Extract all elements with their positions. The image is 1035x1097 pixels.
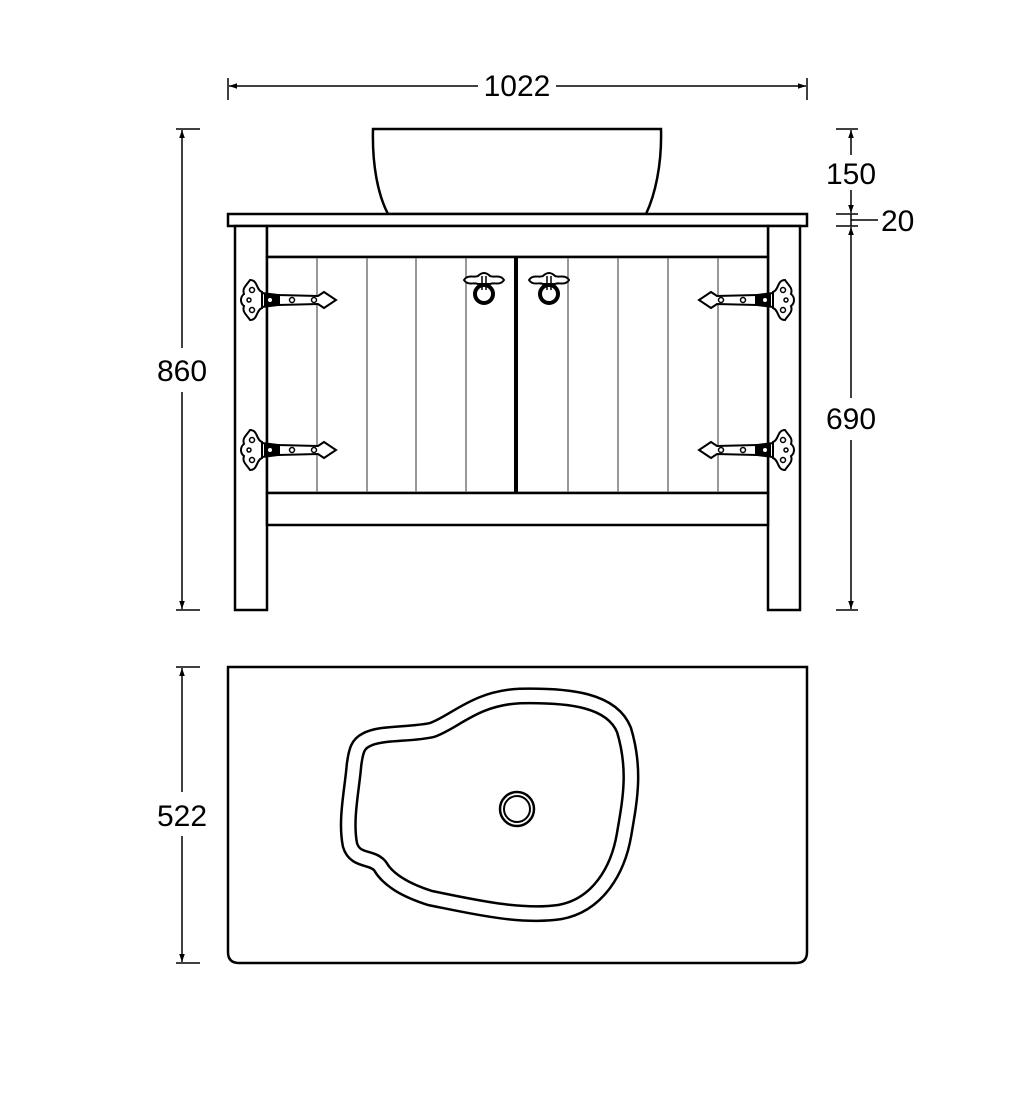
plan-view xyxy=(226,665,809,965)
top-rail xyxy=(265,224,770,259)
drain-icon xyxy=(498,790,536,828)
countertop xyxy=(226,212,809,228)
depth-label: 522 xyxy=(157,800,207,833)
basin-height-label: 150 xyxy=(826,158,876,191)
width-dimension: 1022 xyxy=(227,70,808,103)
right-dimensions: 150 20 690 xyxy=(826,128,914,611)
height-dimension: 860 xyxy=(157,128,207,611)
bottom-rail xyxy=(265,491,770,527)
top-thickness-label: 20 xyxy=(881,205,914,238)
vessel-basin xyxy=(371,127,663,216)
height-label: 860 xyxy=(157,355,207,388)
depth-dimension: 522 xyxy=(157,666,207,964)
front-elevation xyxy=(226,127,809,612)
cabinet-height-label: 690 xyxy=(826,403,876,436)
width-label: 1022 xyxy=(484,70,551,103)
